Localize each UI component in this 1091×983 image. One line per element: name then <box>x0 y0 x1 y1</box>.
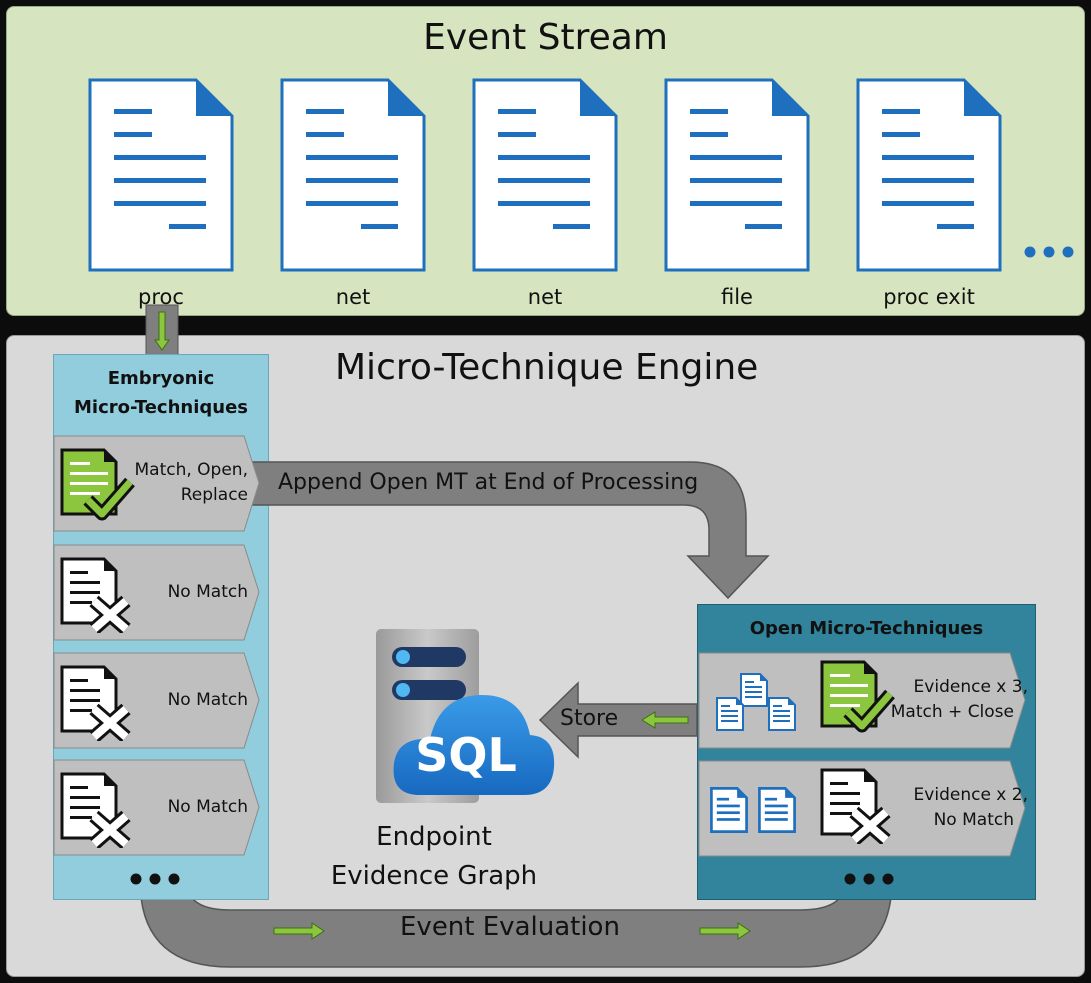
embryonic-more-ellipsis-icon <box>130 873 180 885</box>
db-caption-line2: Evidence Graph <box>330 861 538 891</box>
open-more-ellipsis-icon <box>844 873 894 885</box>
embryonic-card-4-label: No Match <box>167 797 248 817</box>
store-label: Store <box>560 706 619 731</box>
open-card-1-line2: Match + Close <box>890 702 1014 722</box>
embryonic-card-2-label: No Match <box>167 582 248 602</box>
embryonic-card-1-line1: Match, Open, <box>134 460 249 480</box>
embryonic-card-3-label: No Match <box>167 690 248 710</box>
open-card-1-line1: Evidence x 3, <box>913 677 1028 697</box>
more-events-ellipsis-icon <box>1024 246 1074 258</box>
embryonic-title-line2: Micro-Techniques <box>73 397 248 418</box>
event-evaluation-label: Event Evaluation <box>400 912 620 942</box>
open-card-2-line2: No Match <box>933 810 1014 830</box>
open-card-2-line1: Evidence x 2, <box>913 785 1028 805</box>
append-label: Append Open MT at End of Processing <box>278 470 699 495</box>
event-label-3: net <box>527 285 563 309</box>
db-caption-line1: Endpoint <box>376 822 492 852</box>
event-label-4: file <box>721 285 753 309</box>
engine-title: Micro-Technique Engine <box>335 347 759 388</box>
open-title: Open Micro-Techniques <box>749 618 984 639</box>
sql-badge: SQL <box>415 728 517 782</box>
embryonic-card-1-line2: Replace <box>180 485 248 505</box>
sql-database-icon <box>376 629 555 803</box>
event-label-5: proc exit <box>883 285 975 309</box>
event-label-2: net <box>335 285 371 309</box>
event-stream-title: Event Stream <box>423 17 668 58</box>
embryonic-title-line1: Embryonic <box>107 368 215 389</box>
